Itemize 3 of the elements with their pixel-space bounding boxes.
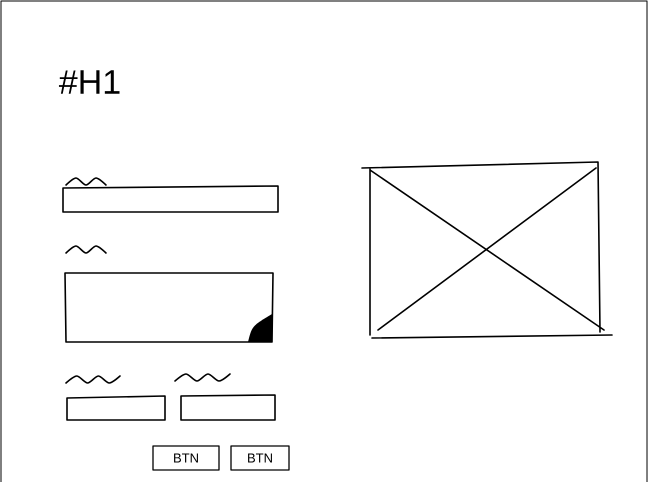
button: BTN xyxy=(152,445,220,471)
button: BTN xyxy=(230,445,290,471)
heading: #H1 xyxy=(58,70,120,94)
